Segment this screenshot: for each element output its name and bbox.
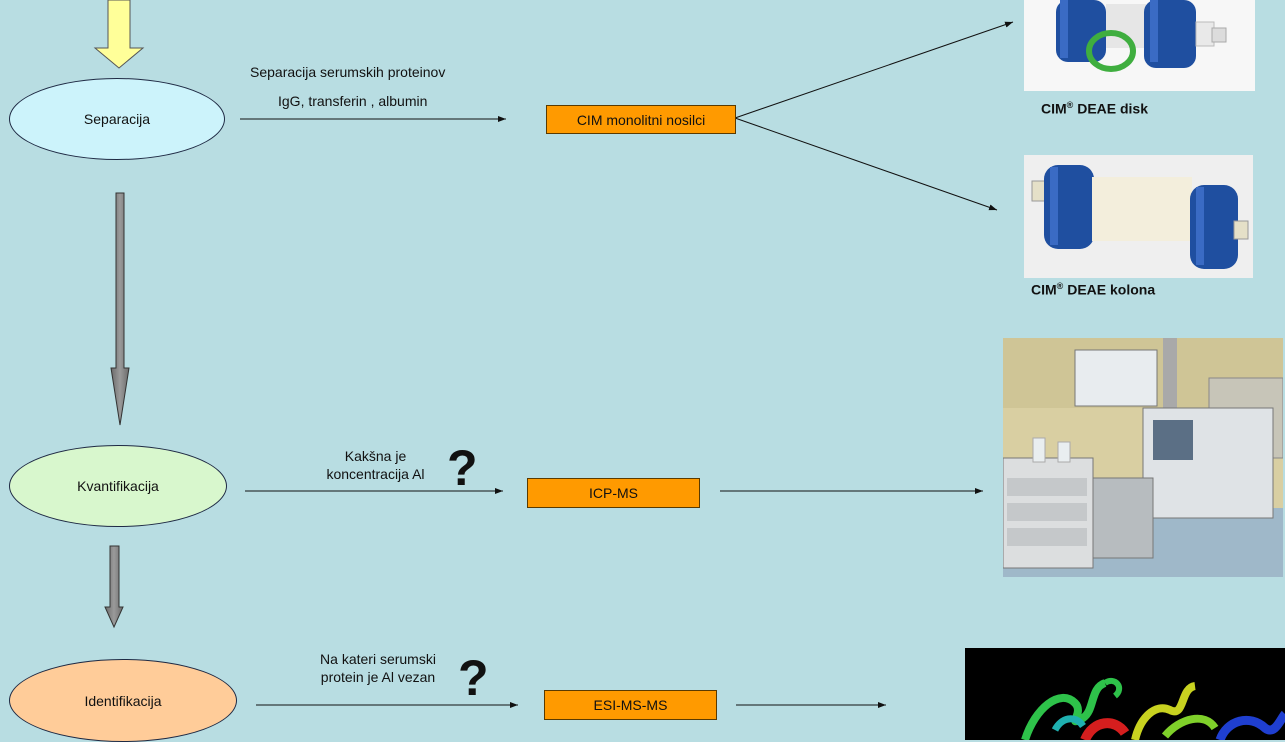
identification-question: Na kateri serumski protein je Al vezan <box>296 650 460 686</box>
quantification-step: Kvantifikacija <box>9 445 227 527</box>
cim-disk-photo <box>1024 0 1255 91</box>
question-mark-icon: ? <box>447 440 478 496</box>
gray-down-arrow-icon <box>110 192 130 426</box>
cim-box-label: CIM monolitni nosilci <box>576 111 706 128</box>
identification-step: Identifikacija <box>9 659 237 742</box>
cim-disk-caption-suffix: DEAE disk <box>1073 100 1149 117</box>
cim-disk-caption: CIM® DEAE disk <box>1041 100 1148 117</box>
identification-label: Identifikacija <box>84 692 162 709</box>
quantification-question-line2: koncentracija Al <box>326 466 425 482</box>
cim-column-caption: CIM® DEAE kolona <box>1031 281 1155 298</box>
cim-box: CIM monolitni nosilci <box>546 105 736 134</box>
esi-ms-box: ESI-MS-MS <box>544 690 717 720</box>
cim-column-caption-prefix: CIM <box>1031 281 1057 298</box>
quantification-question-line1: Kakšna je <box>344 448 407 464</box>
cim-column-photo <box>1024 155 1253 278</box>
identification-question-line1: Na kateri serumski <box>320 651 436 667</box>
quantification-label: Kvantifikacija <box>77 478 159 494</box>
question-mark-icon: ? <box>458 650 489 706</box>
yellow-down-arrow-icon <box>93 0 145 69</box>
cim-disk-caption-prefix: CIM <box>1041 100 1067 117</box>
icp-ms-instrument-photo <box>1003 338 1283 577</box>
cim-column-caption-reg: ® <box>1056 281 1064 291</box>
separation-note-line2: IgG, transferin , albumin <box>278 93 428 109</box>
disk-connector <box>734 21 1014 119</box>
separation-step: Separacija <box>9 78 225 160</box>
identification-question-line2: protein je Al vezan <box>320 669 436 685</box>
separation-note-line1: Separacija serumskih proteinov <box>250 64 446 80</box>
column-connector <box>734 117 998 211</box>
esi-ms-box-label: ESI-MS-MS <box>593 697 668 713</box>
quantification-question: Kakšna je koncentracija Al <box>308 447 443 483</box>
cim-disk-caption-reg: ® <box>1066 100 1074 110</box>
separation-label: Separacija <box>83 111 151 127</box>
gray-down-arrow-icon <box>104 545 124 629</box>
cim-column-caption-suffix: DEAE kolona <box>1063 281 1156 298</box>
icp-ms-box-label: ICP-MS <box>589 485 638 501</box>
icp-ms-box: ICP-MS <box>527 478 700 508</box>
protein-ribbon-structure <box>965 648 1285 740</box>
